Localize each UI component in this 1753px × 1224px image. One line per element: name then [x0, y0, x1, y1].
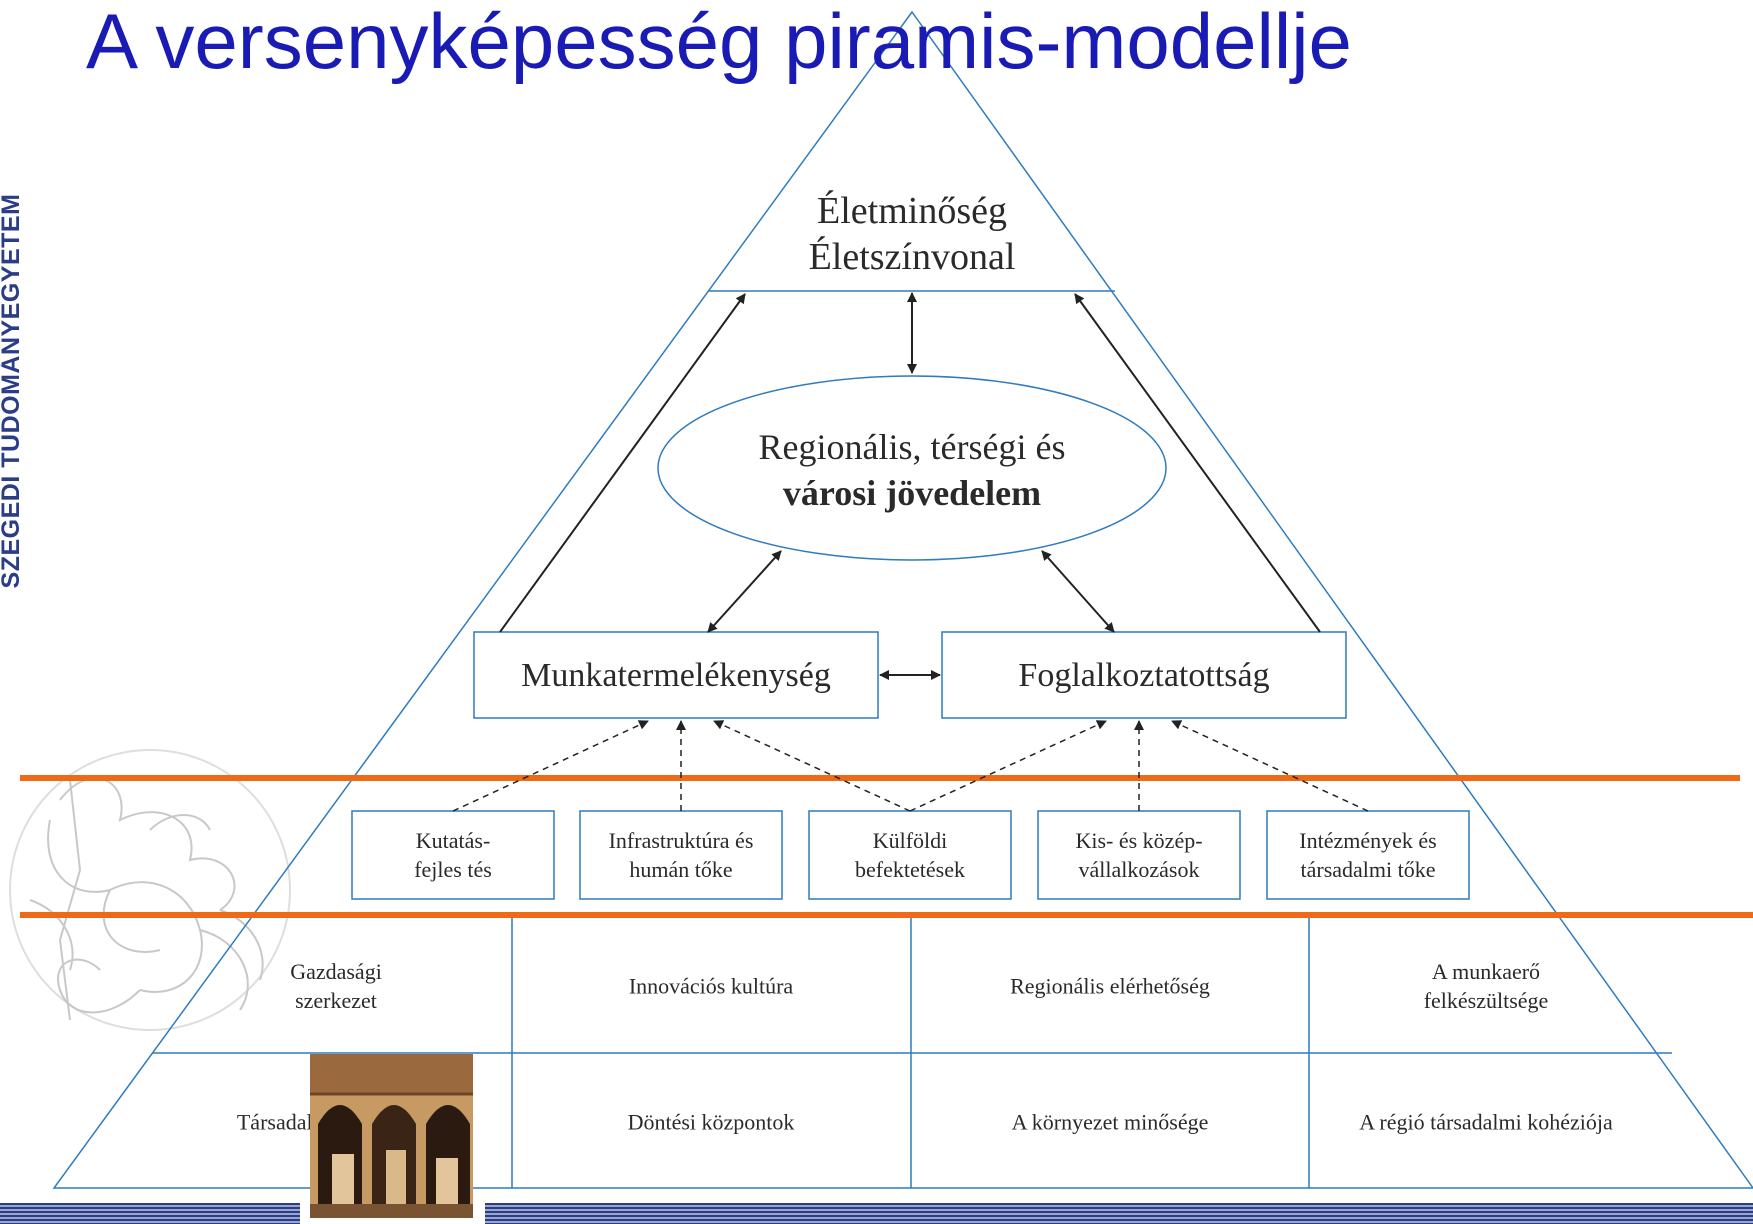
page-title: A versenyképesség piramis-modellje	[86, 0, 1352, 85]
arrow-productivity-top	[499, 293, 746, 633]
label-income: Regionális, térségi és városi jövedelem	[758, 427, 1066, 513]
pyramid-outline	[52, 10, 1753, 1189]
dashed-arrow-6	[1171, 720, 1369, 812]
employment-box	[941, 631, 1347, 719]
dashed-arrow-4	[909, 720, 1107, 812]
base-cell-decision-centres: Döntési központok	[627, 1109, 795, 1135]
arrow-ellipse-productivity	[707, 550, 782, 633]
base-cell-social-cohesion: A régió társadalmi kohéziója	[1359, 1109, 1613, 1135]
dashed-arrow-3	[713, 720, 911, 812]
base-cell-environment-quality: A környezet minősége	[1011, 1109, 1209, 1135]
arrow-ellipse-employment	[1041, 550, 1115, 633]
university-building-photo	[310, 1054, 473, 1218]
dashed-arrow-1	[452, 720, 649, 812]
factor-label-4: Kis- és közép-vállalkozások	[1075, 828, 1203, 882]
griffin-logo	[9, 749, 291, 1031]
label-employment: Foglalkoztatottság	[1018, 657, 1270, 694]
income-ellipse	[657, 375, 1167, 561]
productivity-box	[473, 631, 879, 719]
label-life-quality: Életminőség Életszínvonal	[808, 190, 1016, 278]
footer-bar-left	[0, 1203, 300, 1224]
arrow-employment-top	[1074, 293, 1321, 633]
base-cell-innovation-culture: Innovációs kultúra	[628, 973, 794, 999]
label-productivity: Munkatermelékenység	[521, 657, 831, 694]
factor-label-1: Kutatás-fejles tés	[414, 828, 492, 882]
base-cell-regional-accessibility: Regionális elérhetőség	[1010, 973, 1210, 999]
footer-bar-right	[485, 1203, 1753, 1224]
